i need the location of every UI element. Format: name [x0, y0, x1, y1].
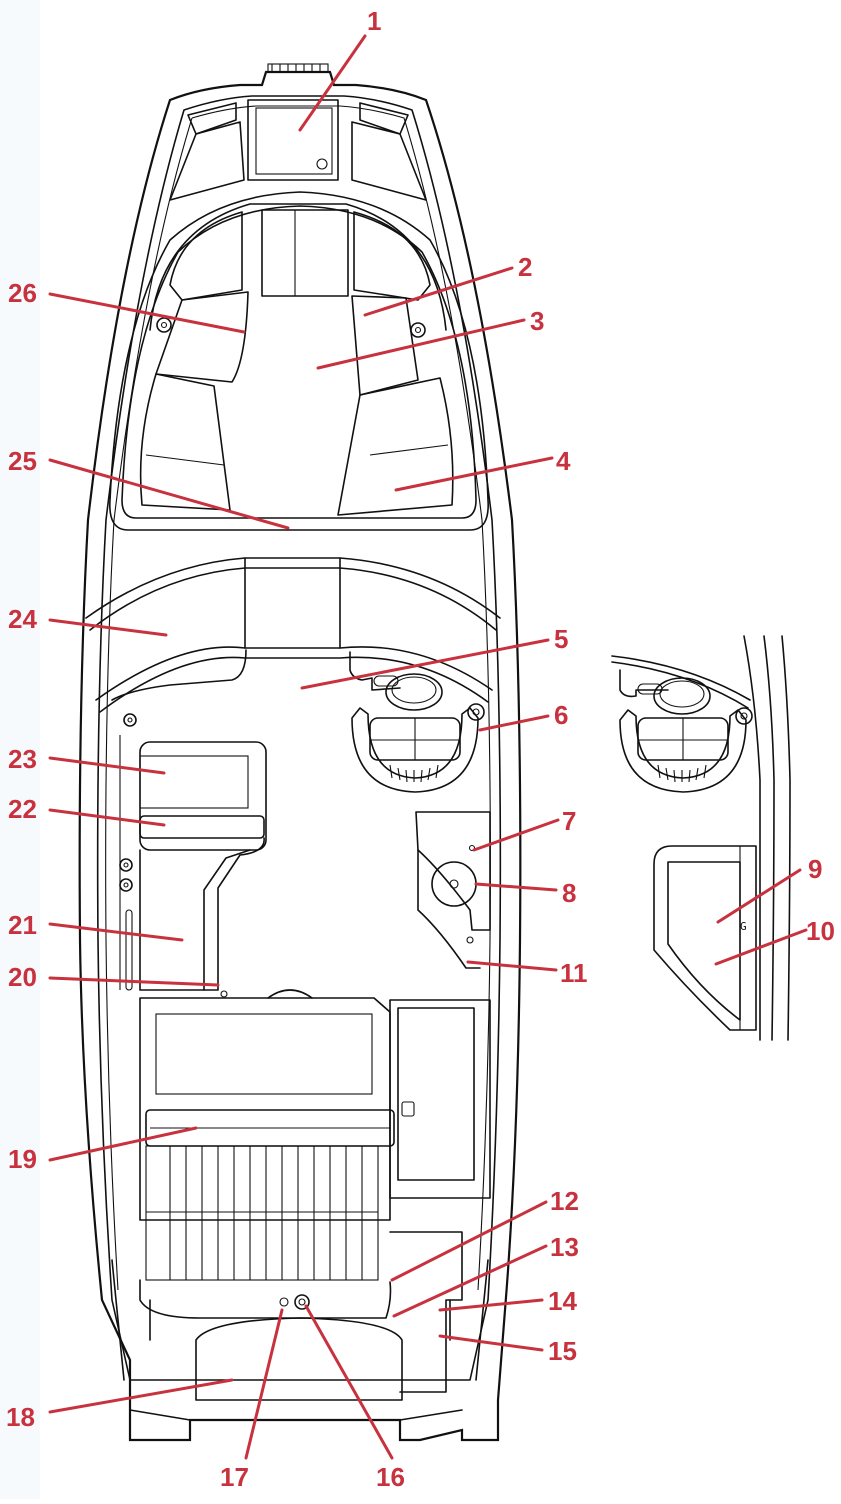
callout-9: 9 — [808, 854, 822, 884]
callout-22: 22 — [8, 794, 37, 824]
callout-18: 18 — [6, 1402, 35, 1432]
callout-21: 21 — [8, 910, 37, 940]
callout-24: 24 — [8, 604, 37, 634]
callout-2: 2 — [518, 252, 532, 282]
bow-seating — [109, 191, 489, 531]
callout-4: 4 — [556, 446, 571, 476]
callout-15: 15 — [548, 1336, 577, 1366]
bow-locker — [169, 63, 427, 201]
callout-23: 23 — [8, 744, 37, 774]
callout-1: 1 — [367, 6, 381, 36]
callout-numbers: 1 2 3 4 5 6 7 8 9 10 11 12 13 14 15 16 1… — [6, 6, 835, 1492]
callout-3: 3 — [530, 306, 544, 336]
callout-13: 13 — [550, 1232, 579, 1262]
callout-10: 10 — [806, 916, 835, 946]
callout-leaders — [48, 34, 808, 1460]
helm-area — [349, 651, 491, 969]
detail-marking: G — [740, 920, 747, 933]
callout-8: 8 — [562, 878, 576, 908]
aft-area — [111, 989, 491, 1421]
callout-16: 16 — [376, 1462, 405, 1492]
callout-20: 20 — [8, 962, 37, 992]
callout-25: 25 — [8, 446, 37, 476]
windshield — [85, 557, 501, 713]
callout-17: 17 — [220, 1462, 249, 1492]
callout-11: 11 — [560, 958, 588, 988]
background-wash — [0, 0, 40, 1499]
callout-26: 26 — [8, 278, 37, 308]
callout-12: 12 — [550, 1186, 579, 1216]
callout-6: 6 — [554, 700, 568, 730]
callout-5: 5 — [554, 624, 568, 654]
callout-14: 14 — [548, 1286, 577, 1316]
main-hull — [78, 70, 522, 1442]
port-interior — [111, 649, 267, 998]
callout-7: 7 — [562, 806, 576, 836]
callout-19: 19 — [8, 1144, 37, 1174]
detail-inset: G — [611, 635, 791, 1041]
